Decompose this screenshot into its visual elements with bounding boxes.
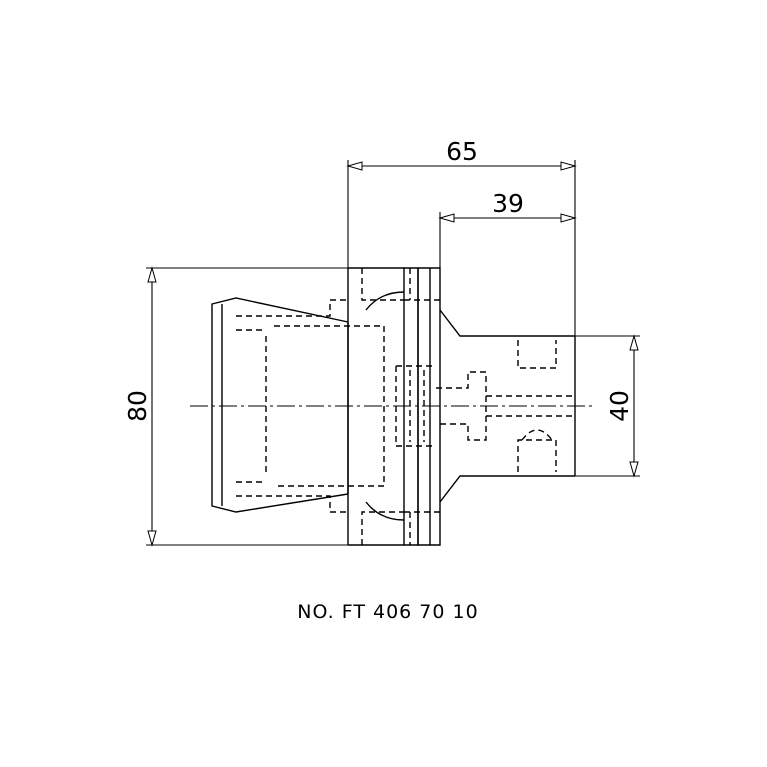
hidden-features bbox=[236, 268, 575, 545]
dim-label-39: 39 bbox=[492, 189, 524, 218]
tool-body bbox=[211, 267, 576, 546]
dimension-body-diameter: 80 bbox=[123, 266, 348, 547]
dimension-shank-length: 39 bbox=[438, 189, 577, 268]
dim-label-65: 65 bbox=[446, 137, 478, 166]
dimension-shank-diameter: 40 bbox=[575, 334, 640, 478]
dim-label-40: 40 bbox=[605, 390, 634, 422]
dimension-overall-length: 65 bbox=[346, 137, 577, 336]
dim-label-80: 80 bbox=[123, 390, 152, 422]
part-number-caption: NO. FT 406 70 10 bbox=[297, 601, 478, 623]
